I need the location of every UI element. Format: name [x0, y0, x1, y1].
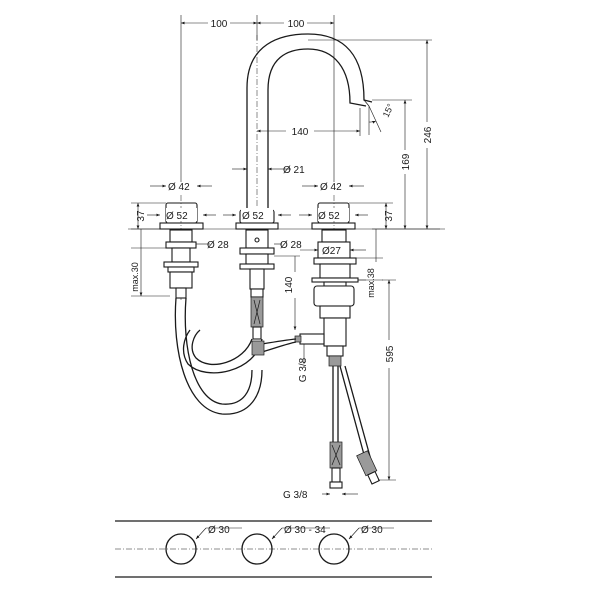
right-shank-dimension: Ø27: [300, 243, 366, 257]
dim-hole-right: Ø 30: [361, 525, 383, 536]
dim-left-base: Ø 52: [166, 211, 188, 222]
handle-top-diameters: Ø 42 Ø 42: [150, 182, 364, 193]
left-max-dimension: max.30: [130, 229, 170, 297]
left-valve-body: [163, 229, 199, 299]
mounting-plate: [115, 520, 432, 578]
dim-left-max: max.30: [130, 262, 140, 292]
base-diameters: Ø 52 Ø 52 Ø 52: [147, 208, 368, 222]
dim-right-base: Ø 52: [318, 211, 340, 222]
left-shank-dimension: Ø 28: [196, 240, 229, 251]
dim-height-spout: 169: [401, 153, 412, 170]
dim-right-handle-top: Ø 42: [320, 182, 342, 193]
dim-side-thread: G 3/8: [298, 357, 309, 382]
spout: [246, 33, 373, 255]
spout-angle-dimension: 15°: [368, 102, 396, 135]
dim-height-total: 246: [423, 126, 434, 143]
top-spacing-dimensions: 100 100: [180, 15, 335, 182]
spout-diameter-dimension: Ø 21: [232, 165, 305, 176]
dim-spout-angle: 15°: [381, 102, 396, 119]
dim-center-shank: Ø 28: [280, 240, 302, 251]
hole-right: [318, 533, 350, 565]
dim-right-shank: Ø27: [322, 246, 341, 257]
length-595-dimension: 595: [358, 279, 396, 481]
dim-hole-left: Ø 30: [208, 525, 230, 536]
dim-hole-center: Ø 30 - 34: [284, 525, 326, 536]
spout-reach-dimension: 140: [257, 108, 361, 138]
dim-spout-reach: 140: [292, 127, 309, 138]
hole-left: [165, 533, 197, 565]
dim-left-37: 37: [136, 210, 147, 222]
hose-140-dimension: 140: [274, 255, 302, 330]
dim-left-handle-top: Ø 42: [168, 182, 190, 193]
mounting-holes: Ø 30 Ø 30 - 34 Ø 30: [165, 525, 394, 565]
dim-right-37: 37: [384, 210, 395, 222]
center-shank-dimension: Ø 28: [274, 240, 302, 251]
dim-hose-140: 140: [284, 276, 295, 293]
dim-spout-base: Ø 52: [242, 211, 264, 222]
dim-top-right: 100: [288, 19, 305, 30]
hoses: [174, 297, 380, 489]
height-dimensions: 246 169: [308, 39, 440, 230]
dim-top-left: 100: [211, 19, 228, 30]
bottom-thread-dimension: G 3/8: [283, 490, 358, 501]
right-max-dimension: max.38: [356, 229, 383, 304]
dim-right-max: max.38: [366, 268, 376, 298]
dim-bottom-thread: G 3/8: [283, 490, 308, 501]
dim-left-shank: Ø 28: [207, 240, 229, 251]
dim-spout-diameter: Ø 21: [283, 165, 305, 176]
dim-length-595: 595: [385, 345, 396, 362]
hole-center: [241, 533, 273, 565]
side-outlet: G 3/8: [294, 333, 325, 382]
spout-shank: [239, 229, 275, 340]
